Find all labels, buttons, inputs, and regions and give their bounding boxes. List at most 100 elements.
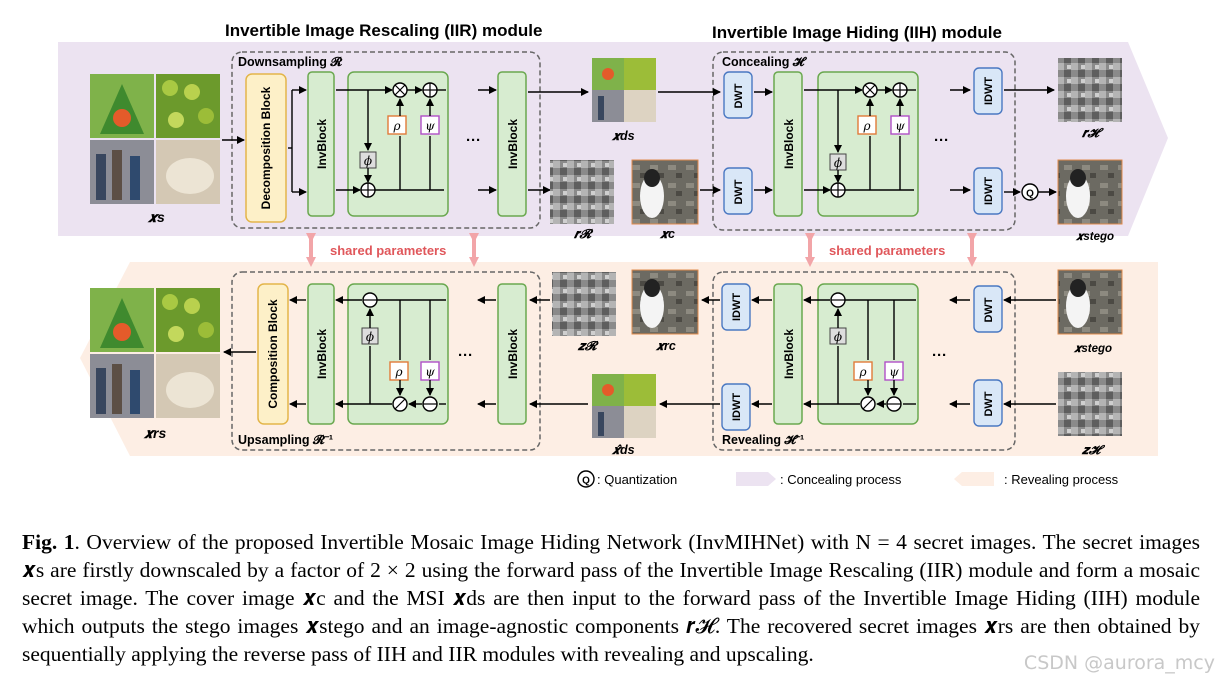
svg-text:Composition Block: Composition Block — [266, 299, 280, 409]
invblock-expanded-top — [347, 71, 449, 217]
svg-text:IDWT: IDWT — [731, 393, 743, 421]
shared-parameters-label: shared parameters — [829, 243, 945, 258]
svg-text:ψ: ψ — [425, 365, 435, 379]
figure-caption: Fig. 1. Overview of the proposed Inverti… — [22, 528, 1200, 668]
xc-label: 𝒙c — [659, 227, 675, 241]
svg-text:ϕ: ϕ — [364, 154, 372, 168]
svg-text:Q: Q — [582, 476, 590, 487]
svg-text:ψ: ψ — [425, 119, 435, 133]
architecture-diagram: Invertible Image Rescaling (IIR) module … — [58, 21, 1168, 488]
iih-title: Invertible Image Hiding (IIH) module — [712, 23, 1002, 42]
idwt-block — [721, 283, 751, 331]
concealing-box — [712, 51, 1016, 231]
svg-text:ψ: ψ — [889, 365, 899, 379]
decomposition-block — [245, 73, 287, 223]
svg-text:InvBlock: InvBlock — [315, 329, 329, 379]
r-R-label: 𝒓𝓡 — [573, 227, 594, 241]
invblock-1-label: InvBlock — [315, 119, 329, 169]
invblock-4 — [307, 283, 335, 425]
composition-block — [257, 283, 289, 425]
secret-images — [90, 74, 220, 204]
svg-text:ψ: ψ — [895, 119, 905, 133]
svg-text:···: ··· — [934, 132, 949, 149]
upsampling-label: Upsampling 𝓡⁻¹ — [238, 433, 333, 447]
svg-text:ϕ: ϕ — [834, 330, 842, 344]
invblock-expanded-conceal — [817, 71, 919, 217]
decomposition-label: Decomposition Block — [259, 86, 273, 209]
svg-text:···: ··· — [932, 347, 947, 364]
svg-text:IDWT: IDWT — [731, 293, 743, 321]
svg-text:ϕ: ϕ — [834, 156, 842, 170]
revealing-label: Revealing 𝓗⁻¹ — [722, 433, 804, 447]
svg-text:DWT: DWT — [983, 297, 995, 322]
svg-text:𝒙stego: 𝒙stego — [1075, 231, 1114, 243]
mosaic-image-xds — [592, 58, 656, 122]
concealing-legend-arrow — [736, 472, 776, 486]
invblock-1 — [307, 71, 335, 217]
r-R-image — [550, 160, 614, 224]
invblock-5 — [497, 283, 527, 425]
dwt-block — [723, 71, 753, 119]
z-R-image — [552, 272, 616, 336]
dwt-block — [723, 167, 753, 215]
svg-text:IDWT: IDWT — [983, 77, 995, 105]
revealing-legend-arrow — [954, 472, 994, 486]
svg-text:···: ··· — [458, 347, 473, 364]
recovered-mosaic-image — [592, 374, 656, 438]
idwt-block — [973, 167, 1003, 215]
svg-text:IDWT: IDWT — [983, 177, 995, 205]
svg-text:InvBlock: InvBlock — [782, 329, 796, 379]
svg-text:𝒛𝓡: 𝒛𝓡 — [577, 339, 599, 353]
recovered-secret-images — [90, 288, 220, 418]
svg-text:ρ: ρ — [862, 119, 870, 133]
legend-quantization: : Quantization — [597, 472, 677, 487]
svg-text:𝒛𝓗: 𝒛𝓗 — [1081, 443, 1106, 457]
svg-text:𝒙̂ds: 𝒙̂ds — [611, 443, 635, 457]
svg-text:InvBlock: InvBlock — [782, 119, 796, 169]
stego-image-input — [1057, 269, 1123, 335]
svg-text:DWT: DWT — [733, 179, 745, 204]
legend-revealing: : Revealing process — [1004, 472, 1119, 487]
cover-image-xc — [631, 159, 699, 225]
revealing-box — [712, 271, 1016, 451]
rho-block-top — [387, 115, 407, 135]
svg-text:InvBlock: InvBlock — [506, 329, 520, 379]
invblock-expanded-up — [347, 283, 449, 425]
upsampling-box — [231, 271, 541, 451]
invblock-2 — [497, 71, 527, 217]
svg-text:InvBlock: InvBlock — [506, 119, 520, 169]
downsampling-label: Downsampling 𝓡 — [238, 55, 343, 69]
svg-text:Q: Q — [1026, 189, 1034, 200]
ellipsis: ··· — [466, 132, 481, 149]
concealing-label: Concealing 𝓗 — [722, 55, 808, 69]
caption-text: . Overview of the proposed Invertible Mo… — [22, 530, 1200, 666]
watermark: CSDN @aurora_mcy — [1023, 652, 1215, 674]
svg-text:ρ: ρ — [394, 365, 402, 379]
figure-number: Fig. 1 — [22, 530, 75, 554]
shared-parameters-label: shared parameters — [330, 243, 446, 258]
svg-text:ρ: ρ — [392, 119, 400, 133]
svg-text:𝒙stego: 𝒙stego — [1073, 343, 1112, 355]
quantization-legend-icon — [577, 470, 595, 488]
dwt-block — [973, 285, 1003, 333]
svg-text:ϕ: ϕ — [366, 330, 374, 344]
idwt-block — [721, 383, 751, 431]
dwt-block — [973, 379, 1003, 427]
idwt-block — [973, 67, 1003, 115]
xrs-label: 𝒙rs — [143, 425, 166, 441]
svg-text:ρ: ρ — [858, 365, 866, 379]
invblock-3 — [773, 71, 803, 217]
svg-text:DWT: DWT — [983, 391, 995, 416]
invblock-6 — [773, 283, 803, 425]
xs-label: 𝒙s — [147, 209, 165, 225]
recovered-cover-image — [631, 269, 699, 335]
svg-text:𝒓𝓗: 𝒓𝓗 — [1081, 126, 1105, 140]
r-H-image — [1058, 58, 1122, 122]
iir-title: Invertible Image Rescaling (IIR) module — [225, 21, 542, 40]
svg-text:𝒙rc: 𝒙rc — [655, 339, 676, 353]
stego-image — [1057, 159, 1123, 225]
xds-label: 𝒙ds — [611, 129, 635, 143]
svg-text:DWT: DWT — [733, 83, 745, 108]
legend-concealing: : Concealing process — [780, 472, 902, 487]
z-H-image — [1058, 372, 1122, 436]
